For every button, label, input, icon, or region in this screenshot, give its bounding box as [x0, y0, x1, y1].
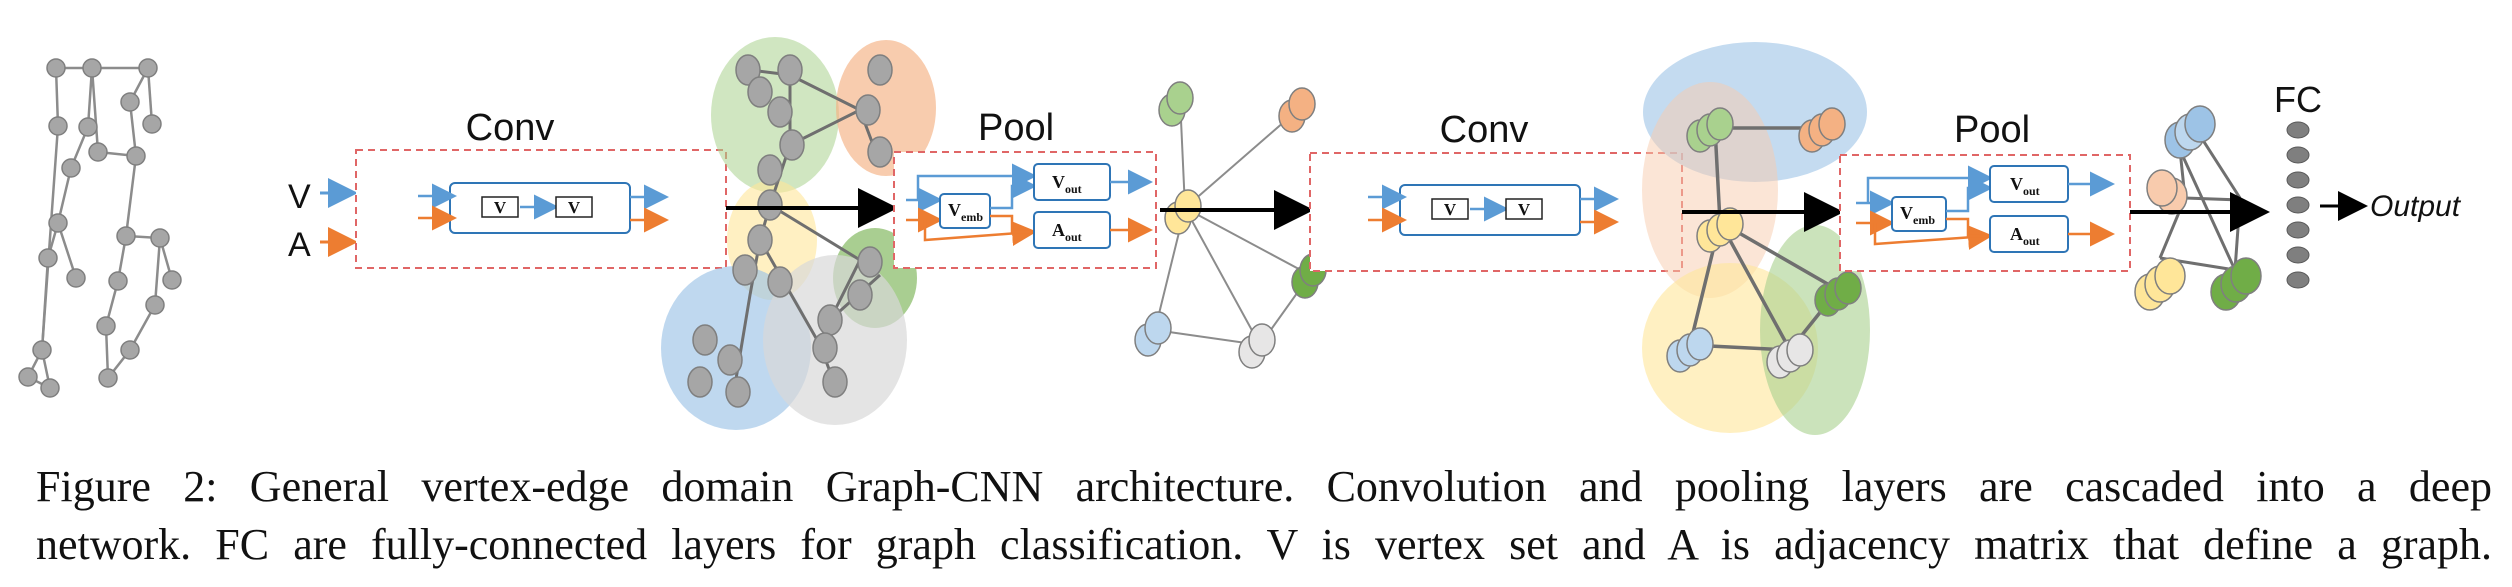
conv1-v-box-1: V [494, 198, 507, 217]
svg-text:Vemb: Vemb [1900, 203, 1935, 227]
conv-inner-2: V V [1368, 184, 1619, 236]
pooled-graph-1 [1134, 81, 1327, 369]
pool1-aout-base: A [1052, 220, 1065, 240]
svg-text:Vout: Vout [2010, 174, 2040, 198]
pool-block-1 [893, 151, 1157, 269]
conv2-v-box-2: V [1518, 200, 1531, 219]
svg-text:Vout: Vout [1052, 172, 1082, 196]
conv-label-2: Conv [1440, 109, 1529, 151]
output-label: Output [2370, 190, 2462, 223]
input-a-label: A [288, 226, 311, 264]
pool2-vout-base: V [2010, 174, 2023, 194]
caption-line-2: network. FC are fully-connected layers f… [36, 520, 2492, 569]
pool2-vout-sub: out [2023, 184, 2040, 198]
pool2-aout-sub: out [2023, 234, 2040, 248]
pool2-vemb-base: V [1900, 203, 1913, 223]
clustered-graph-2 [1642, 42, 1870, 435]
conv2-v-box-1: V [1444, 200, 1457, 219]
pool1-aout-sub: out [1065, 230, 1082, 244]
pool1-vemb-base: V [948, 200, 961, 220]
pool1-vout-sub: out [1065, 182, 1082, 196]
fc-label: FC [2274, 79, 2322, 120]
svg-text:Vemb: Vemb [948, 200, 983, 224]
figure-caption: Figure 2: General vertex-edge domain Gra… [36, 458, 2492, 574]
caption-line-1: Figure 2: General vertex-edge domain Gra… [36, 462, 2492, 511]
architecture-figure: V A Conv V V [18, 37, 2462, 435]
pool1-vemb-sub: emb [961, 210, 983, 224]
pool2-aout-base: A [2010, 224, 2023, 244]
conv-label-1: Conv [466, 107, 555, 149]
pool-block-2 [1839, 154, 2131, 272]
svg-text:Aout: Aout [1052, 220, 1082, 244]
conv1-v-box-2: V [568, 198, 581, 217]
conv-inner-1: V V [418, 182, 669, 234]
fc-layer [2286, 121, 2310, 289]
svg-text:Aout: Aout [2010, 224, 2040, 248]
pool-inner-1: Vemb Vout Aout [906, 163, 1153, 249]
pool1-vout-base: V [1052, 172, 1065, 192]
pooled-graph-2 [2134, 105, 2262, 311]
pool-inner-2: Vemb Vout Aout [1856, 165, 2115, 253]
input-v-label: V [288, 178, 311, 216]
clustered-graph-1 [661, 37, 936, 430]
input-skeleton-nodes [18, 58, 182, 398]
pool-label-2: Pool [1954, 109, 2030, 151]
pool-label-1: Pool [978, 107, 1054, 149]
pool2-vemb-sub: emb [1913, 213, 1935, 227]
